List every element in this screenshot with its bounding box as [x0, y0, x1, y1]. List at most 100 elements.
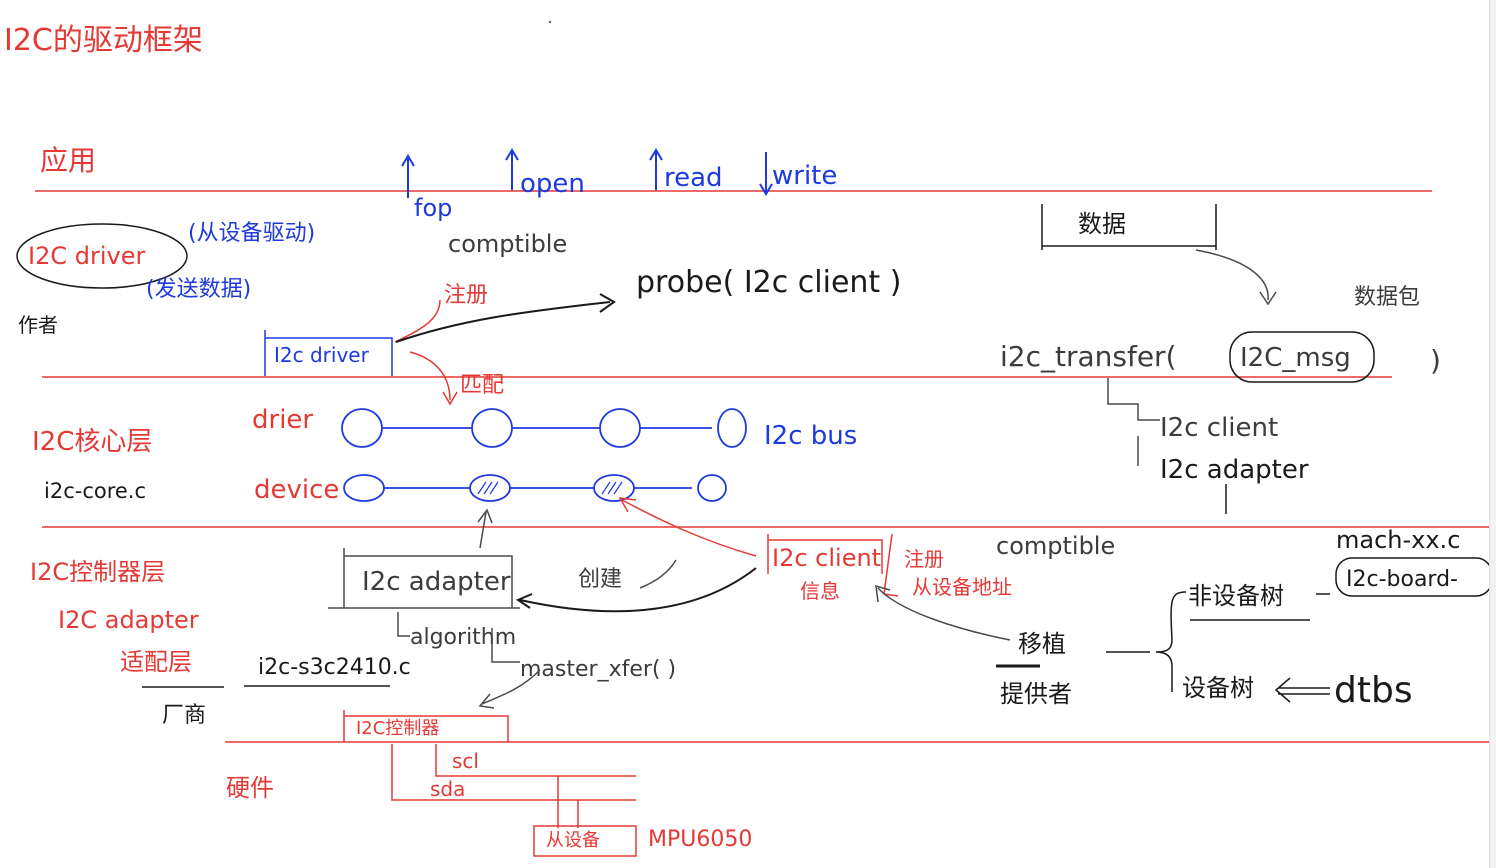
adapter-box-label: I2c adapter	[362, 567, 511, 597]
layer-adapter-label-c: 适配层	[120, 648, 192, 676]
data-box	[1041, 204, 1217, 250]
right-adapter: I2c adapter	[1160, 455, 1309, 485]
driver-chain-node	[471, 408, 513, 448]
layer-app-label: 应用	[40, 144, 96, 177]
hw-sda: sda	[430, 777, 465, 801]
hw-chip: MPU6050	[648, 827, 752, 852]
client-register: 注册	[904, 547, 944, 571]
app-op-fop: fop	[414, 194, 452, 222]
device-chain-node	[469, 474, 511, 502]
app-ops: fop open read write	[401, 148, 837, 222]
match-arrow	[409, 351, 458, 406]
device-chain-hatch	[477, 481, 487, 495]
msg-box	[1229, 331, 1375, 383]
app-op-write: write	[772, 161, 837, 191]
app-op-read: read	[664, 163, 723, 193]
probe-arrow	[395, 293, 616, 343]
data-arrow	[1195, 249, 1277, 306]
device-chain-node	[593, 474, 635, 502]
driver-chain-node	[341, 408, 383, 448]
driver-author: 作者	[18, 313, 58, 337]
right-block: 数据 数据包 i2c_transfer( I2C_msg ) I2c clien…	[875, 204, 1493, 711]
client-comptible: comptible	[996, 532, 1115, 560]
driver-ellipse	[16, 223, 188, 289]
driver-name: I2C driver	[28, 242, 145, 270]
right-match-xx: mach-xx.c	[1336, 526, 1460, 554]
bus-drier-label: drier	[252, 405, 313, 435]
create-hook	[639, 559, 677, 589]
algorithm-connector	[397, 612, 410, 637]
client-to-device-arrow	[618, 497, 757, 557]
dtbs-arrow	[1274, 677, 1330, 703]
driver-chain	[341, 408, 747, 448]
read-arrow	[649, 148, 663, 190]
device-chain-node	[343, 474, 385, 502]
right-transfer: i2c_transfer(	[1000, 340, 1177, 373]
layer-factory-label: 厂商	[162, 703, 206, 728]
right-board: I2c-board-	[1346, 567, 1458, 592]
layer-core-label: I2C核心层	[32, 427, 152, 457]
right-client: I2c client	[1160, 413, 1278, 443]
choice-brace	[1155, 591, 1187, 692]
xfer-connector	[491, 628, 520, 663]
adapter-to-bus-arrow	[477, 508, 493, 549]
right-provider: 提供者	[1000, 680, 1072, 708]
transfer-connector	[1107, 378, 1160, 421]
driver-comptible: comptible	[448, 230, 567, 258]
hardware-block: I2C控制器 scl sda 从设备 MPU6050	[343, 710, 752, 857]
device-chain-hatch	[483, 481, 493, 495]
controller-label: I2C控制器	[356, 718, 439, 739]
sda-line	[391, 744, 636, 801]
adapter-algorithm: algorithm	[410, 625, 516, 650]
driver-register: 注册	[444, 283, 488, 308]
adapter-block: I2c adapter algorithm master_xfer( ) i2c…	[244, 508, 757, 709]
bus-device-label: device	[254, 475, 339, 505]
xfer-down-arrow	[478, 669, 541, 709]
right-data-pkg: 数据包	[1354, 285, 1420, 310]
driver-block: I2C driver (从设备驱动) (发送数据) 作者 I2c driver …	[16, 221, 901, 406]
client-slave-addr: 从设备地址	[912, 575, 1012, 599]
create-arrow	[515, 567, 757, 613]
porting-to-client-arrow	[875, 584, 1011, 641]
driver-box	[264, 330, 393, 376]
controller-box	[343, 710, 509, 742]
right-data: 数据	[1078, 210, 1126, 238]
scl-line	[435, 744, 636, 777]
right-no-dt: 非设备树	[1188, 582, 1284, 610]
layer-core-file: i2c-core.c	[44, 479, 146, 503]
layer-adapter-label-a: I2C控制器层	[30, 558, 165, 586]
adapter-file: i2c-s3c2410.c	[258, 655, 411, 680]
hw-slave: 从设备	[546, 830, 600, 851]
device-chain-hatch	[601, 481, 611, 495]
layer-adapter-label-b: I2C adapter	[58, 606, 199, 634]
driver-role-2: (发送数据)	[146, 277, 251, 302]
device-chain-hatch	[607, 481, 617, 495]
register-arrow	[394, 299, 441, 343]
hw-scl: scl	[452, 749, 479, 773]
fop-arrow	[401, 154, 415, 198]
device-chain-node	[697, 474, 727, 502]
write-arrow	[759, 152, 773, 196]
page-title: I2C的驱动框架	[4, 23, 203, 58]
adapter-box	[343, 548, 513, 608]
bus-block: drier device I2c bus	[252, 405, 857, 505]
client-info: 信息	[800, 579, 840, 603]
client-box-label: I2c client	[772, 544, 881, 572]
app-op-open: open	[520, 169, 585, 199]
open-arrow	[505, 148, 519, 190]
client-block: I2c client 信息 注册 从设备地址 comptible	[618, 497, 1115, 603]
vertical-scrollbar[interactable]	[1489, 0, 1496, 868]
bus-i2c-label: I2c bus	[764, 421, 857, 451]
right-porting: 移植	[1018, 630, 1066, 658]
device-chain-hatch	[613, 481, 623, 495]
client-box	[767, 534, 883, 574]
right-dt: 设备树	[1182, 674, 1254, 702]
right-close: )	[1430, 344, 1441, 377]
driver-probe: probe( I2c client )	[636, 265, 901, 300]
driver-chain-node	[599, 408, 641, 448]
layer-hardware-label: 硬件	[226, 774, 274, 802]
stray-dot	[548, 20, 552, 24]
driver-role-1: (从设备驱动)	[188, 221, 315, 246]
adapter-create: 创建	[578, 567, 622, 592]
